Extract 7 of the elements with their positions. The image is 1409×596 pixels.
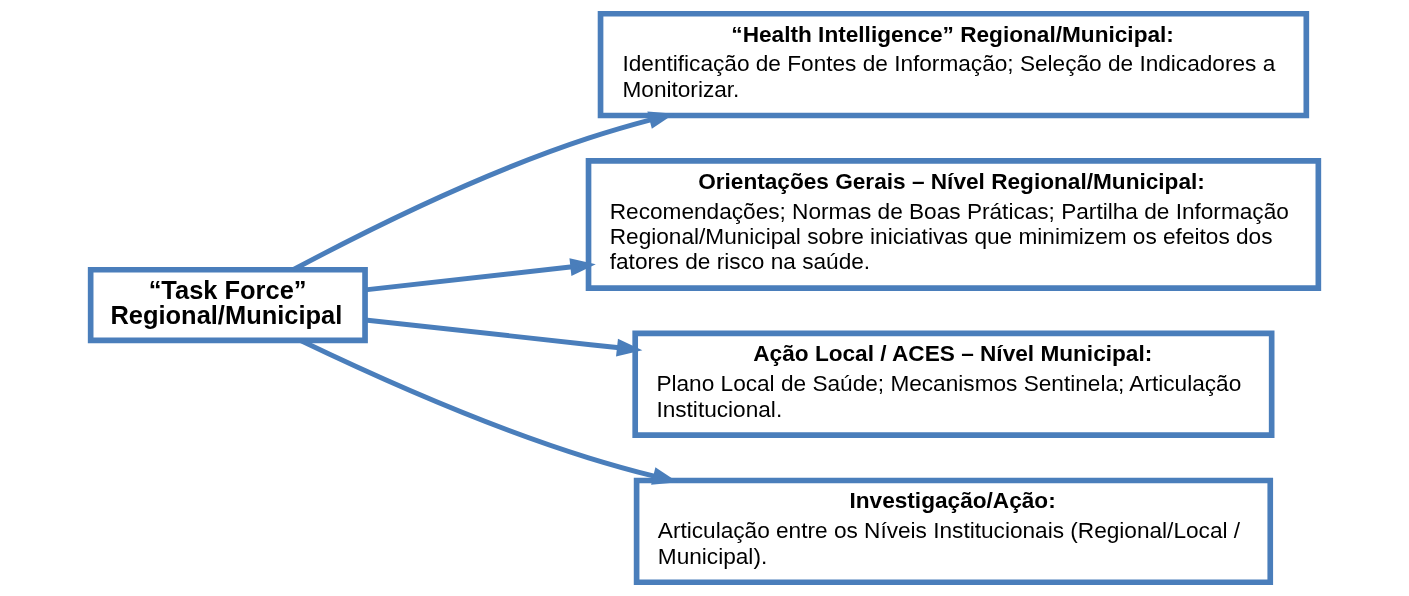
- node-box: “Health Intelligence” Regional/Municipal: Identificação de Fontes de Informação; Seleção de Indicadores a Monitorizar.: [597, 10, 1310, 119]
- node-box: Investigação/Ação: Articulação entre os Níveis Institucionais (Regional/Local / Municipal).: [633, 477, 1274, 586]
- node-box: Ação Local / ACES – Nível Municipal: Plano Local de Saúde; Mecanismos Sentinela; Articulação Institucional.: [632, 330, 1275, 439]
- arrow: [364, 258, 596, 293]
- arrow: [364, 317, 643, 357]
- node-box: Orientações Gerais – Nível Regional/Municipal: Recomendações; Normas de Boas Práticas; Partilha de Informação Regional/Municipal sobre iniciativas que minimizem os efeitos dos fatores de risco na saúde.: [585, 157, 1322, 291]
- node-box: “Task Force” Regional/Municipal: [87, 266, 368, 344]
